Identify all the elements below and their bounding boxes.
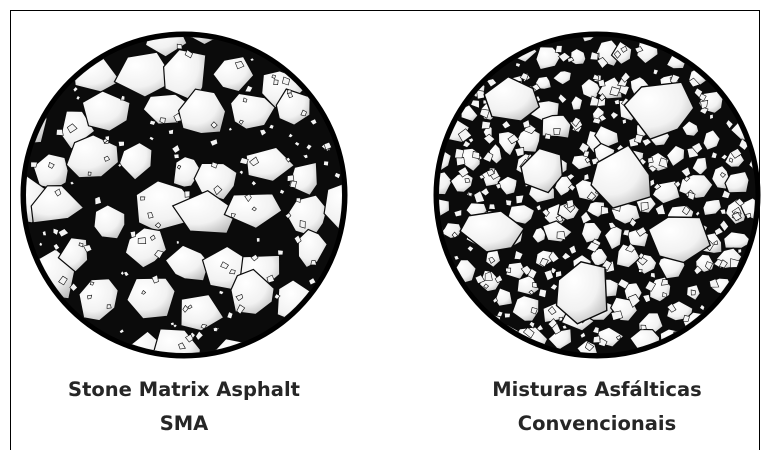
fine-aggregate-particle [141, 197, 145, 200]
fine-aggregate-particle [177, 241, 180, 244]
fine-aggregate-particle [311, 260, 317, 265]
fine-aggregate-particle [601, 206, 609, 214]
fine-aggregate-particle [287, 175, 294, 182]
fine-aggregate-particle [661, 280, 668, 286]
fine-aggregate-particle [691, 290, 696, 295]
fine-aggregate-particle [593, 336, 600, 343]
fine-aggregate-particle [557, 232, 566, 240]
fine-aggregate-particle [648, 157, 653, 163]
conventional-caption-line2: Convencionais [432, 407, 762, 441]
fine-aggregate-particle [738, 249, 742, 254]
conventional-caption: Misturas Asfálticas Convencionais [432, 373, 762, 441]
fine-aggregate-particle [107, 305, 111, 309]
fine-aggregate-particle [87, 295, 91, 299]
fine-aggregate-particle [456, 157, 465, 166]
fine-aggregate-particle [545, 134, 551, 140]
fine-aggregate-particle [118, 141, 124, 146]
sma-aggregate-illustration [19, 30, 349, 360]
fine-aggregate-particle [465, 179, 470, 183]
fine-aggregate-particle [455, 149, 464, 158]
fine-aggregate-particle [506, 268, 511, 273]
fine-aggregate-particle [641, 325, 646, 330]
fine-aggregate-particle [477, 90, 485, 99]
fine-aggregate-particle [639, 269, 643, 272]
fine-aggregate-particle [710, 114, 714, 119]
fine-aggregate-particle [213, 328, 217, 332]
fine-aggregate-particle [31, 162, 38, 167]
conventional-caption-line1: Misturas Asfálticas [432, 373, 762, 407]
fine-aggregate-particle [324, 161, 329, 166]
fine-aggregate-particle [130, 231, 135, 238]
fine-aggregate-particle [481, 121, 490, 129]
conventional-cross-section [432, 30, 762, 360]
fine-aggregate-particle [56, 129, 63, 135]
fine-aggregate-particle [504, 313, 510, 318]
fine-aggregate-particle [532, 282, 537, 287]
fine-aggregate-particle [185, 191, 190, 197]
fine-aggregate-particle [473, 151, 480, 158]
fine-aggregate-particle [584, 174, 589, 181]
fine-aggregate-particle [651, 273, 656, 278]
conventional-aggregate-illustration [432, 30, 762, 360]
fine-aggregate-particle [170, 322, 174, 326]
fine-aggregate-particle [598, 79, 605, 86]
fine-aggregate-particle [489, 204, 496, 210]
fine-aggregate-particle [506, 200, 512, 206]
fine-aggregate-particle [555, 46, 562, 53]
sma-caption: Stone Matrix Asphalt SMA [19, 373, 349, 441]
sma-cross-section [19, 30, 349, 360]
fine-aggregate-particle [138, 238, 146, 244]
fine-aggregate-particle [468, 193, 472, 197]
fine-aggregate-particle [274, 80, 279, 85]
fine-aggregate-particle [622, 119, 626, 124]
fine-aggregate-particle [177, 44, 182, 49]
fine-aggregate-particle [278, 250, 284, 255]
fine-aggregate-particle [42, 231, 46, 236]
sma-caption-line1: Stone Matrix Asphalt [19, 373, 349, 407]
fine-aggregate-particle [554, 129, 561, 135]
fine-aggregate-particle [257, 238, 260, 242]
fine-aggregate-particle [88, 172, 91, 175]
sma-caption-line2: SMA [19, 407, 349, 441]
fine-aggregate-particle [300, 221, 305, 229]
fine-aggregate-particle [174, 154, 179, 159]
